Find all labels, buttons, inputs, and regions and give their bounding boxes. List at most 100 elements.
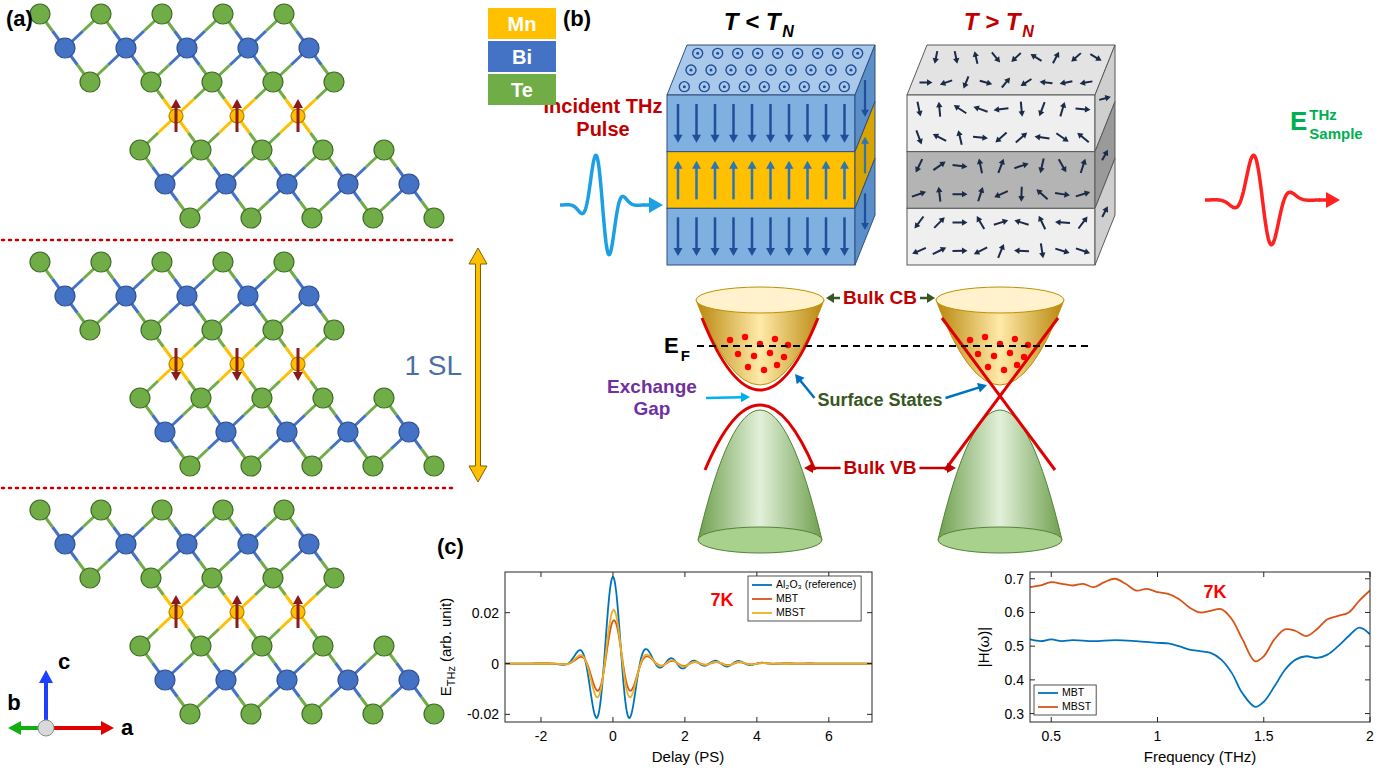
bi-atom <box>299 38 319 58</box>
leader-arrow-shaft <box>812 467 841 470</box>
tick-label: -2 <box>535 728 547 744</box>
dirac-cone-line <box>945 318 1058 470</box>
random-spin-arrow-shaft <box>959 135 961 145</box>
spin-arrow-head <box>822 248 831 256</box>
spin-arrow-head <box>232 99 242 108</box>
te-atom <box>424 208 444 228</box>
tick-mark <box>1051 717 1052 722</box>
te-atom <box>130 636 150 656</box>
electron-dot <box>985 364 991 370</box>
random-spin-arrow-head <box>1063 248 1069 254</box>
legend-text: Al₂O₃ (reference) <box>776 579 856 591</box>
spin-out-of-plane-symbol <box>846 65 856 75</box>
random-spin-arrow-head <box>915 166 921 172</box>
spin-arrow-shaft <box>843 217 846 249</box>
spin-out-of-plane-dot <box>803 85 806 88</box>
random-spin-arrow-shaft <box>944 80 952 83</box>
axis-title: (arb. unit) <box>437 598 454 662</box>
bond-group <box>40 262 434 466</box>
random-spin-arrow-head <box>999 244 1005 250</box>
te-atom <box>241 704 261 724</box>
legend-text: MBT <box>776 593 798 605</box>
spin-out-of-plane-dot <box>703 85 706 88</box>
c-axis-arrow-shaft <box>44 682 48 720</box>
bi-atom <box>299 534 319 554</box>
band-structure <box>696 287 824 553</box>
surface-state-label: Surface States <box>817 390 942 411</box>
random-spin-arrow-head <box>977 158 983 164</box>
te-atom <box>80 320 100 340</box>
spin-arrow-shaft <box>864 143 866 174</box>
tick-mark <box>867 714 872 715</box>
random-spin-arrow-head <box>933 58 939 64</box>
spin-out-of-plane-dot <box>743 85 746 88</box>
random-spin-arrow-shaft <box>1060 221 1070 224</box>
tick-label: 0 <box>609 728 617 744</box>
leader-arrow-shaft <box>920 297 928 300</box>
dirac-cone-line <box>942 318 1055 470</box>
random-spin-arrow-shaft <box>1102 210 1105 217</box>
spin-out-of-plane-dot <box>736 52 739 55</box>
spin-arrow-head <box>674 135 683 143</box>
te-atom <box>302 456 322 476</box>
random-spin-arrow-head <box>1054 52 1060 58</box>
spin-out-of-plane-symbol <box>826 65 836 75</box>
random-spin-arrow-shaft <box>1014 165 1024 168</box>
te-atom <box>374 636 394 656</box>
top-face <box>667 45 875 95</box>
te-atom <box>191 388 211 408</box>
random-spin-arrow-head <box>1002 219 1008 225</box>
random-spin-arrow-shaft <box>965 76 968 84</box>
bi-atom <box>155 422 175 442</box>
spin-out-of-plane-symbol <box>853 48 863 58</box>
te-atom <box>141 72 161 92</box>
layer-label: 1 SL <box>404 350 462 382</box>
random-spin-arrow-shaft <box>1060 106 1063 116</box>
random-spin-arrow-shaft <box>920 81 929 83</box>
te-atom <box>363 208 383 228</box>
legend-text: MBT <box>1062 687 1084 699</box>
spin-out-of-plane-dot <box>823 85 826 88</box>
spin-arrow-shaft <box>677 104 680 136</box>
panel-label: (b) <box>563 6 591 31</box>
layer-boundary <box>2 487 455 490</box>
spin-arrow-head <box>785 161 794 169</box>
random-spin-arrow-head <box>954 105 960 111</box>
spin-arrow-shaft <box>751 168 754 200</box>
random-spin-arrow-head <box>1021 80 1027 86</box>
front-layer <box>907 152 1095 209</box>
random-spin-arrow-head <box>962 191 968 197</box>
random-spin-arrow-shaft <box>998 163 1002 173</box>
random-spin-arrow-shaft <box>1099 98 1106 100</box>
spin-arrow-head <box>232 372 242 381</box>
tick-mark <box>1263 572 1264 577</box>
tick-mark <box>1157 572 1158 577</box>
random-spin-arrow-head <box>933 134 939 140</box>
random-spin-arrow-head <box>994 56 1000 62</box>
te-atom <box>363 704 383 724</box>
spin-arrow-shaft <box>732 217 735 249</box>
tick-label: 0.7 <box>1005 571 1024 587</box>
random-spin-arrow-head <box>978 187 984 193</box>
random-spin-arrow-shaft <box>1041 243 1043 253</box>
pulse-arrow-shaft <box>1319 198 1327 202</box>
temperature-label: T > T <box>964 8 1021 36</box>
plot-frame <box>505 572 872 722</box>
spin-out-of-plane-dot <box>830 69 833 72</box>
leader-arrow-head <box>947 463 956 473</box>
random-spin-arrow-head <box>916 110 922 116</box>
spin-arrow-shaft <box>843 104 846 136</box>
color-swatch: Mn <box>488 8 556 39</box>
crystal-structure <box>2 4 487 736</box>
spin-out-of-plane-symbol <box>799 82 809 92</box>
random-spin-arrow-shaft <box>973 136 983 139</box>
spin-arrow-head <box>803 248 812 256</box>
leader-arrow-shaft <box>833 297 840 300</box>
leader-arrow-shaft <box>919 467 948 470</box>
spin-arrow-head <box>692 161 701 169</box>
electron-dot <box>1012 336 1018 342</box>
spin-arrow-head <box>729 135 738 143</box>
spin-arrow-head <box>748 161 757 169</box>
legend-text: MBST <box>776 607 805 619</box>
random-spin-arrow-head <box>912 249 918 255</box>
